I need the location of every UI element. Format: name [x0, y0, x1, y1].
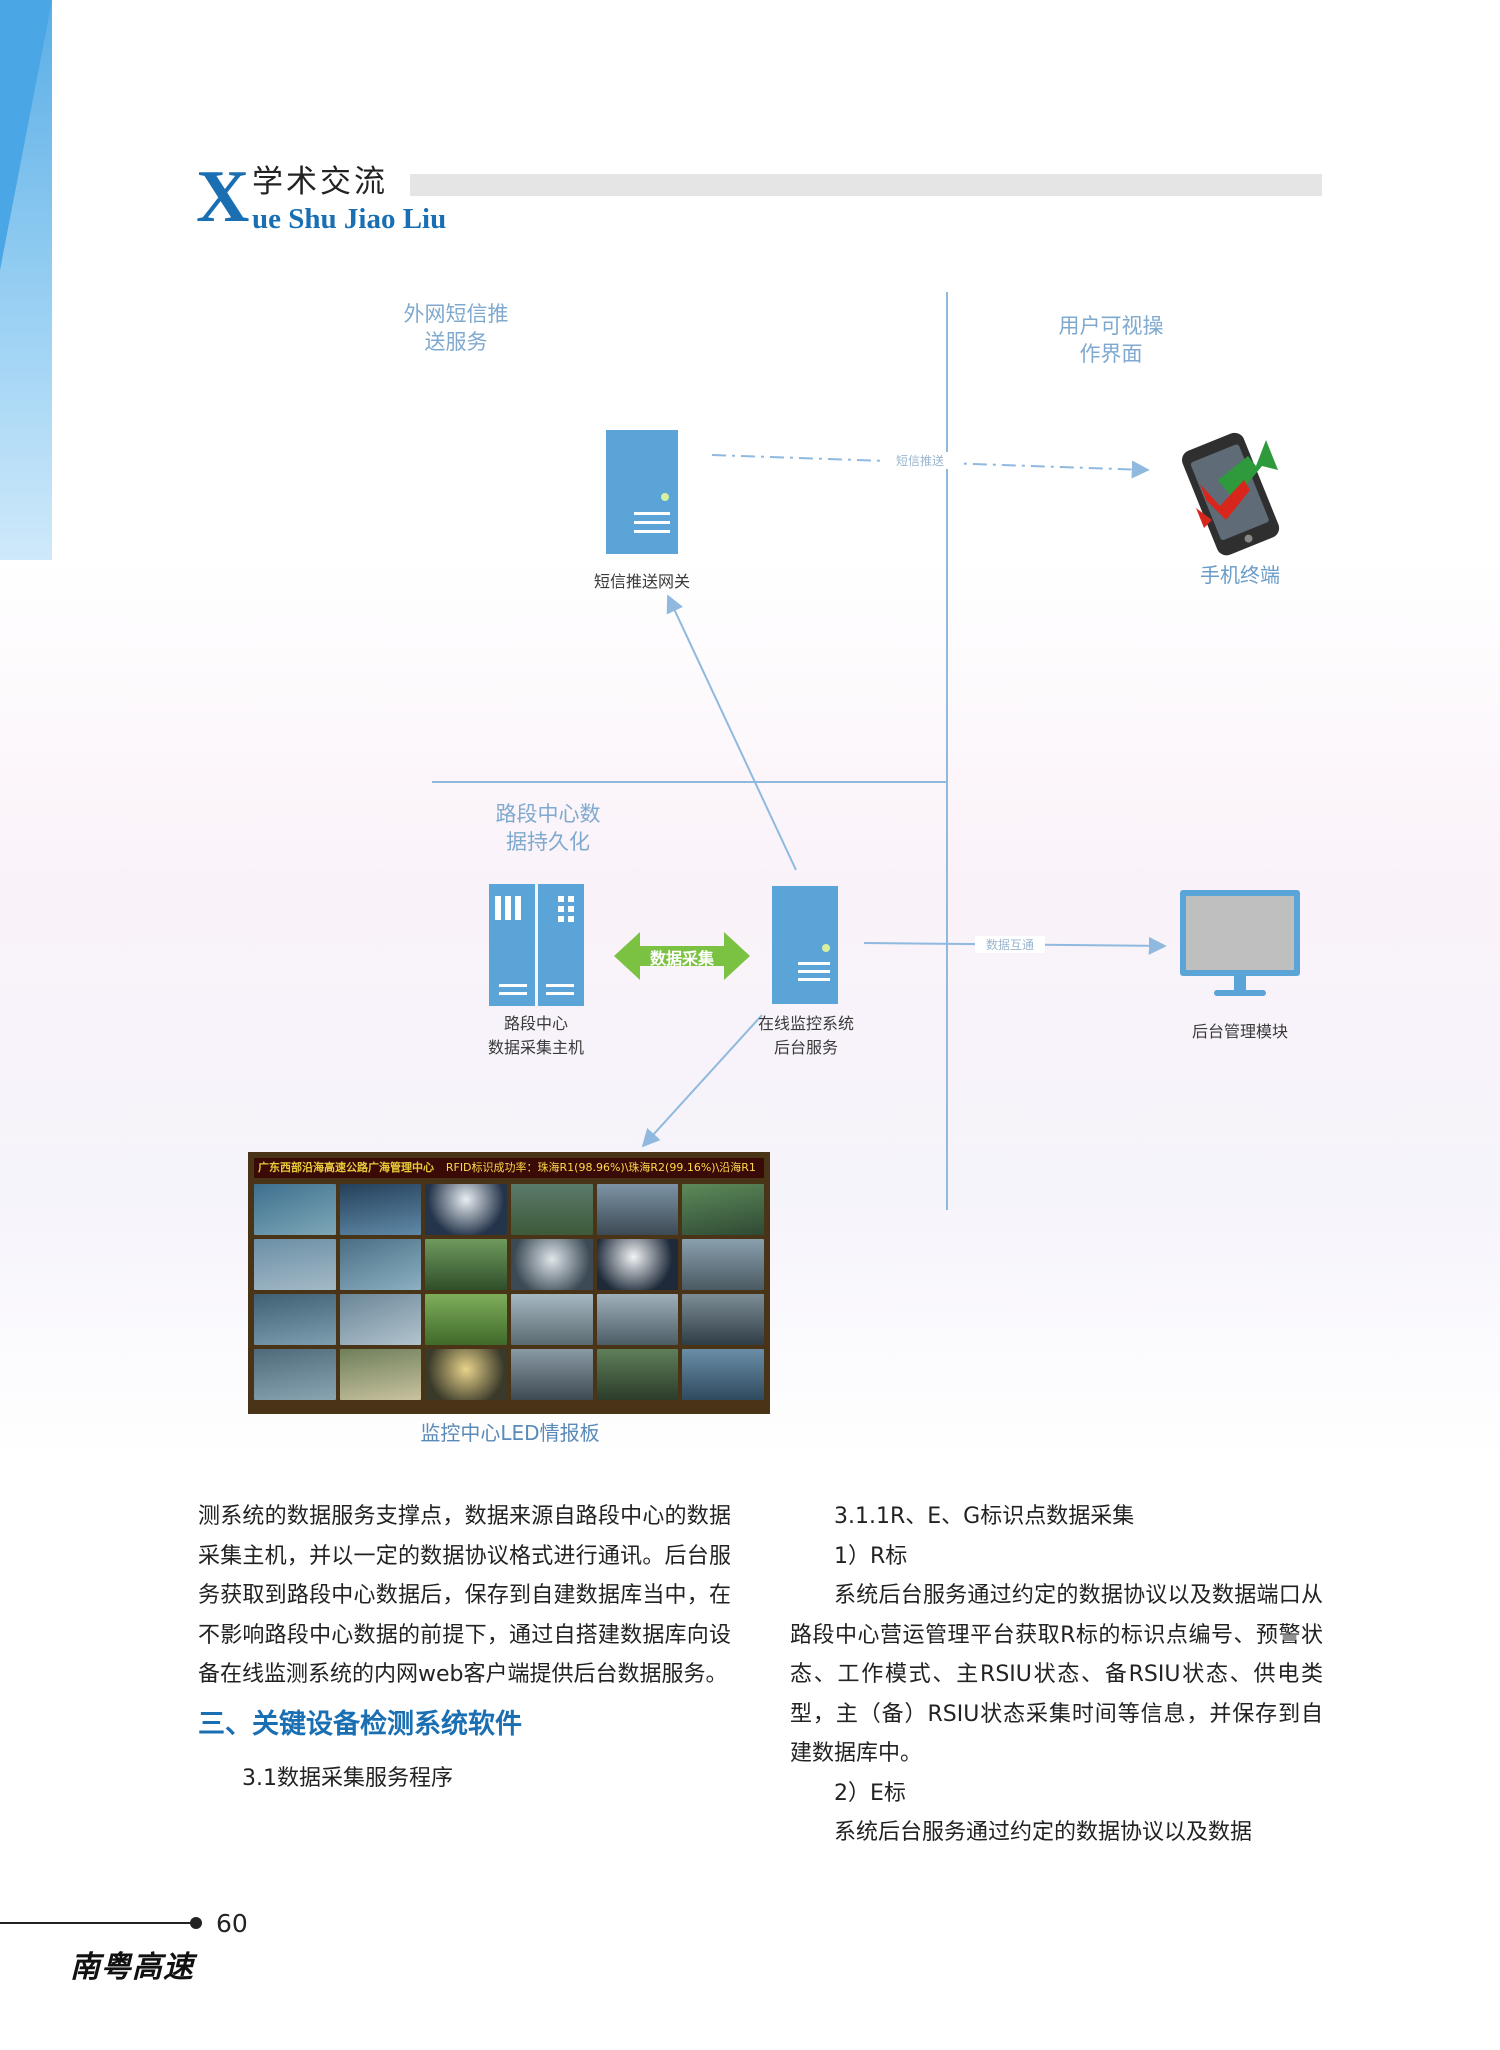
paragraph: 系统后台服务通过约定的数据协议以及数据	[834, 1820, 1253, 1845]
rack-server-icon	[489, 884, 584, 1006]
monitor-icon	[1180, 890, 1300, 996]
body-column-right: 3.1.1R、E、G标识点数据采集 1）R标 系统后台服务通过约定的数据协议以及…	[790, 1497, 1323, 1853]
camera-feed	[339, 1184, 422, 1235]
server-icon	[606, 430, 678, 554]
camera-feed	[254, 1239, 336, 1290]
body-column-left: 测系统的数据服务支撑点，数据来源自路段中心的数据采集主机，并以一定的数据协议格式…	[198, 1497, 731, 1798]
camera-feed	[596, 1184, 679, 1235]
magazine-logo: 南粤高速	[70, 1950, 194, 1985]
camera-feed	[425, 1239, 507, 1290]
server-icon	[772, 886, 838, 1004]
arrow-label-data-collect: 数据采集	[649, 949, 714, 968]
camera-feed	[339, 1294, 422, 1345]
camera-feed	[510, 1349, 593, 1400]
camera-feed	[425, 1294, 507, 1345]
camera-feed	[510, 1184, 593, 1235]
led-video-wall: 广东西部沿海高速公路广海管理中心 RFID标识成功率：珠海R1(98.96%)\…	[248, 1152, 770, 1414]
camera-feed	[510, 1239, 593, 1290]
backend-to-gateway-arrow	[666, 594, 797, 871]
header-section-title: 学术交流	[252, 164, 388, 200]
camera-feed	[254, 1349, 336, 1400]
node-label-sms-gateway: 短信推送网关	[593, 572, 690, 591]
led-header-title: 广东西部沿海高速公路广海管理中心	[258, 1161, 434, 1174]
zone-user-ui: 用户可视操 作界面	[1058, 314, 1164, 366]
subsection-heading: 3.1数据采集服务程序	[242, 1765, 453, 1791]
camera-feed	[510, 1294, 593, 1345]
system-architecture-diagram: 外网短信推 送服务 用户可视操 作界面 路段中心数 据持久化 短信推送网关 手机…	[248, 292, 1300, 1445]
arrow-label-sms-push: 短信推送	[880, 452, 960, 469]
section-heading: 三、关键设备检测系统软件	[198, 1708, 522, 1740]
header-bar	[410, 174, 1322, 196]
camera-feed	[596, 1349, 679, 1400]
header-logo-letter: X	[196, 156, 250, 238]
led-header: 广东西部沿海高速公路广海管理中心 RFID标识成功率：珠海R1(98.96%)\…	[254, 1158, 764, 1178]
camera-feed	[254, 1294, 336, 1345]
led-ticker: RFID标识成功率：珠海R1(98.96%)\珠海R2(99.16%)\沿海R1	[445, 1161, 756, 1174]
arrow-label-data-link: 数据互通	[975, 936, 1045, 953]
subsection-heading: 3.1.1R、E、G标识点数据采集	[834, 1504, 1135, 1529]
node-label-mobile: 手机终端	[1200, 563, 1280, 587]
camera-feed	[596, 1239, 679, 1290]
node-label-monitor-backend: 在线监控系统 后台服务	[757, 1014, 854, 1057]
diagram-lines	[432, 292, 1300, 1210]
node-label-center-host: 路段中心 数据采集主机	[487, 1014, 584, 1057]
camera-feed	[682, 1184, 764, 1235]
header-section-pinyin: ue Shu Jiao Liu	[252, 203, 447, 235]
camera-feed	[254, 1184, 336, 1235]
footer-rule	[0, 1922, 198, 1924]
paragraph: 测系统的数据服务支撑点，数据来源自路段中心的数据采集主机，并以一定的数据协议格式…	[198, 1504, 731, 1687]
camera-feed	[682, 1239, 764, 1290]
camera-feed	[339, 1239, 422, 1290]
backend-to-led-arrow	[641, 1014, 763, 1148]
corner-triangle	[0, 0, 52, 270]
list-item-heading: 2）E标	[834, 1780, 906, 1806]
list-item-heading: 1）R标	[834, 1543, 908, 1569]
paragraph: 系统后台服务通过约定的数据协议以及数据端口从路段中心营运管理平台获取R标的标识点…	[790, 1583, 1323, 1766]
caption-led-board: 监控中心LED情报板	[420, 1421, 600, 1445]
page-number: 60	[216, 1909, 248, 1938]
smartphone-icon	[1182, 432, 1280, 556]
zone-center-persist: 路段中心数 据持久化	[495, 802, 601, 854]
node-label-admin-module: 后台管理模块	[1191, 1022, 1288, 1041]
camera-feed	[682, 1294, 764, 1345]
camera-feed	[425, 1184, 507, 1235]
data-collect-arrow	[614, 932, 750, 980]
led-camera-grid	[254, 1184, 764, 1400]
camera-feed	[682, 1349, 764, 1400]
camera-feed	[339, 1349, 422, 1400]
footer-dot	[190, 1917, 202, 1929]
camera-feed	[425, 1349, 507, 1400]
zone-external-sms: 外网短信推 送服务	[403, 302, 509, 354]
camera-feed	[596, 1294, 679, 1345]
